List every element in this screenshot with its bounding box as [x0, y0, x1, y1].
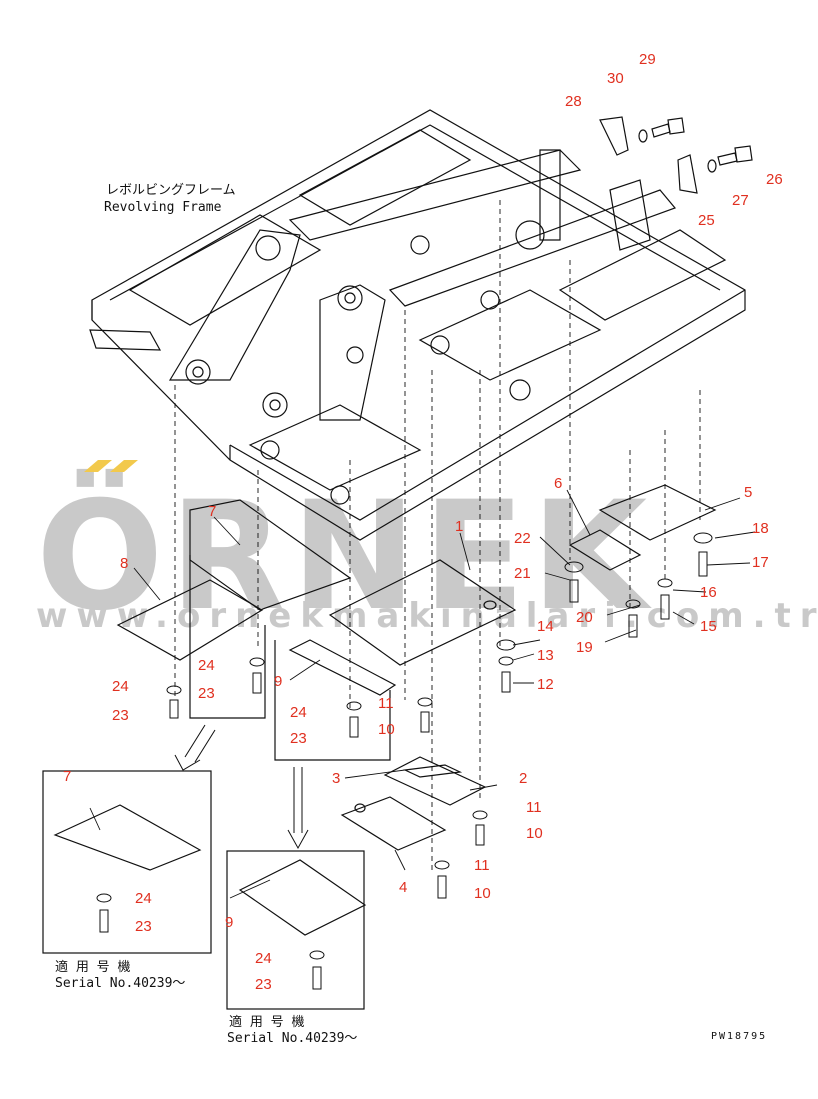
- callout-15: 15: [700, 618, 717, 635]
- inset-left-applicability: 適 用 号 機: [55, 960, 131, 975]
- callout-4: 4: [399, 879, 408, 896]
- callout-24b: 24: [198, 657, 215, 674]
- callout-23-inset-right: 23: [255, 976, 272, 993]
- inset-left-serial: Serial No.40239〜: [55, 976, 186, 991]
- callout-3: 3: [332, 770, 341, 787]
- callout-10b: 10: [526, 825, 543, 842]
- callout-26: 26: [766, 171, 783, 188]
- callout-8: 8: [120, 555, 129, 572]
- inset-right-applicability: 適 用 号 機: [229, 1015, 305, 1030]
- frame-title-jp: レボルビングフレーム: [106, 183, 236, 198]
- callout-11c: 11: [474, 857, 490, 874]
- callout-17: 17: [752, 554, 769, 571]
- callout-23c: 23: [290, 730, 307, 747]
- callout-30: 30: [607, 70, 624, 87]
- callout-11a: 11: [378, 695, 394, 712]
- callout-28: 28: [565, 93, 582, 110]
- callout-14: 14: [537, 618, 554, 635]
- callout-10c: 10: [474, 885, 491, 902]
- callout-10a: 10: [378, 721, 395, 738]
- callout-20: 20: [576, 609, 593, 626]
- inset-right-serial: Serial No.40239〜: [227, 1031, 358, 1046]
- callout-16: 16: [700, 584, 717, 601]
- callout-22: 22: [514, 530, 531, 547]
- callout-24a: 24: [112, 678, 129, 695]
- callout-27: 27: [732, 192, 749, 209]
- callout-24d: 24: [135, 890, 152, 907]
- callout-19: 19: [576, 639, 593, 656]
- callout-12: 12: [537, 676, 554, 693]
- callout-23a: 23: [112, 707, 129, 724]
- callout-6: 6: [554, 475, 563, 492]
- callout-29: 29: [639, 51, 656, 68]
- callout-7-inset: 7: [63, 768, 72, 785]
- callout-11b: 11: [526, 799, 542, 816]
- callout-23b: 23: [198, 685, 215, 702]
- callout-9: 9: [274, 673, 283, 690]
- callout-7: 7: [208, 503, 217, 520]
- callout-5: 5: [744, 484, 753, 501]
- callout-23d: 23: [135, 918, 152, 935]
- callout-21: 21: [514, 565, 531, 582]
- watermark-url: www.ornekmakinalari.com.tr: [36, 596, 818, 636]
- callout-25: 25: [698, 212, 715, 229]
- callout-9-inset: 9: [225, 914, 234, 931]
- callout-24-inset-right: 24: [255, 950, 272, 967]
- callout-24c: 24: [290, 704, 307, 721]
- callout-18: 18: [752, 520, 769, 537]
- drawing-code: PW18795: [711, 1031, 768, 1042]
- callout-13: 13: [537, 647, 554, 664]
- frame-title-en: Revolving Frame: [104, 200, 222, 215]
- callout-1: 1: [455, 518, 464, 535]
- callout-2: 2: [519, 770, 528, 787]
